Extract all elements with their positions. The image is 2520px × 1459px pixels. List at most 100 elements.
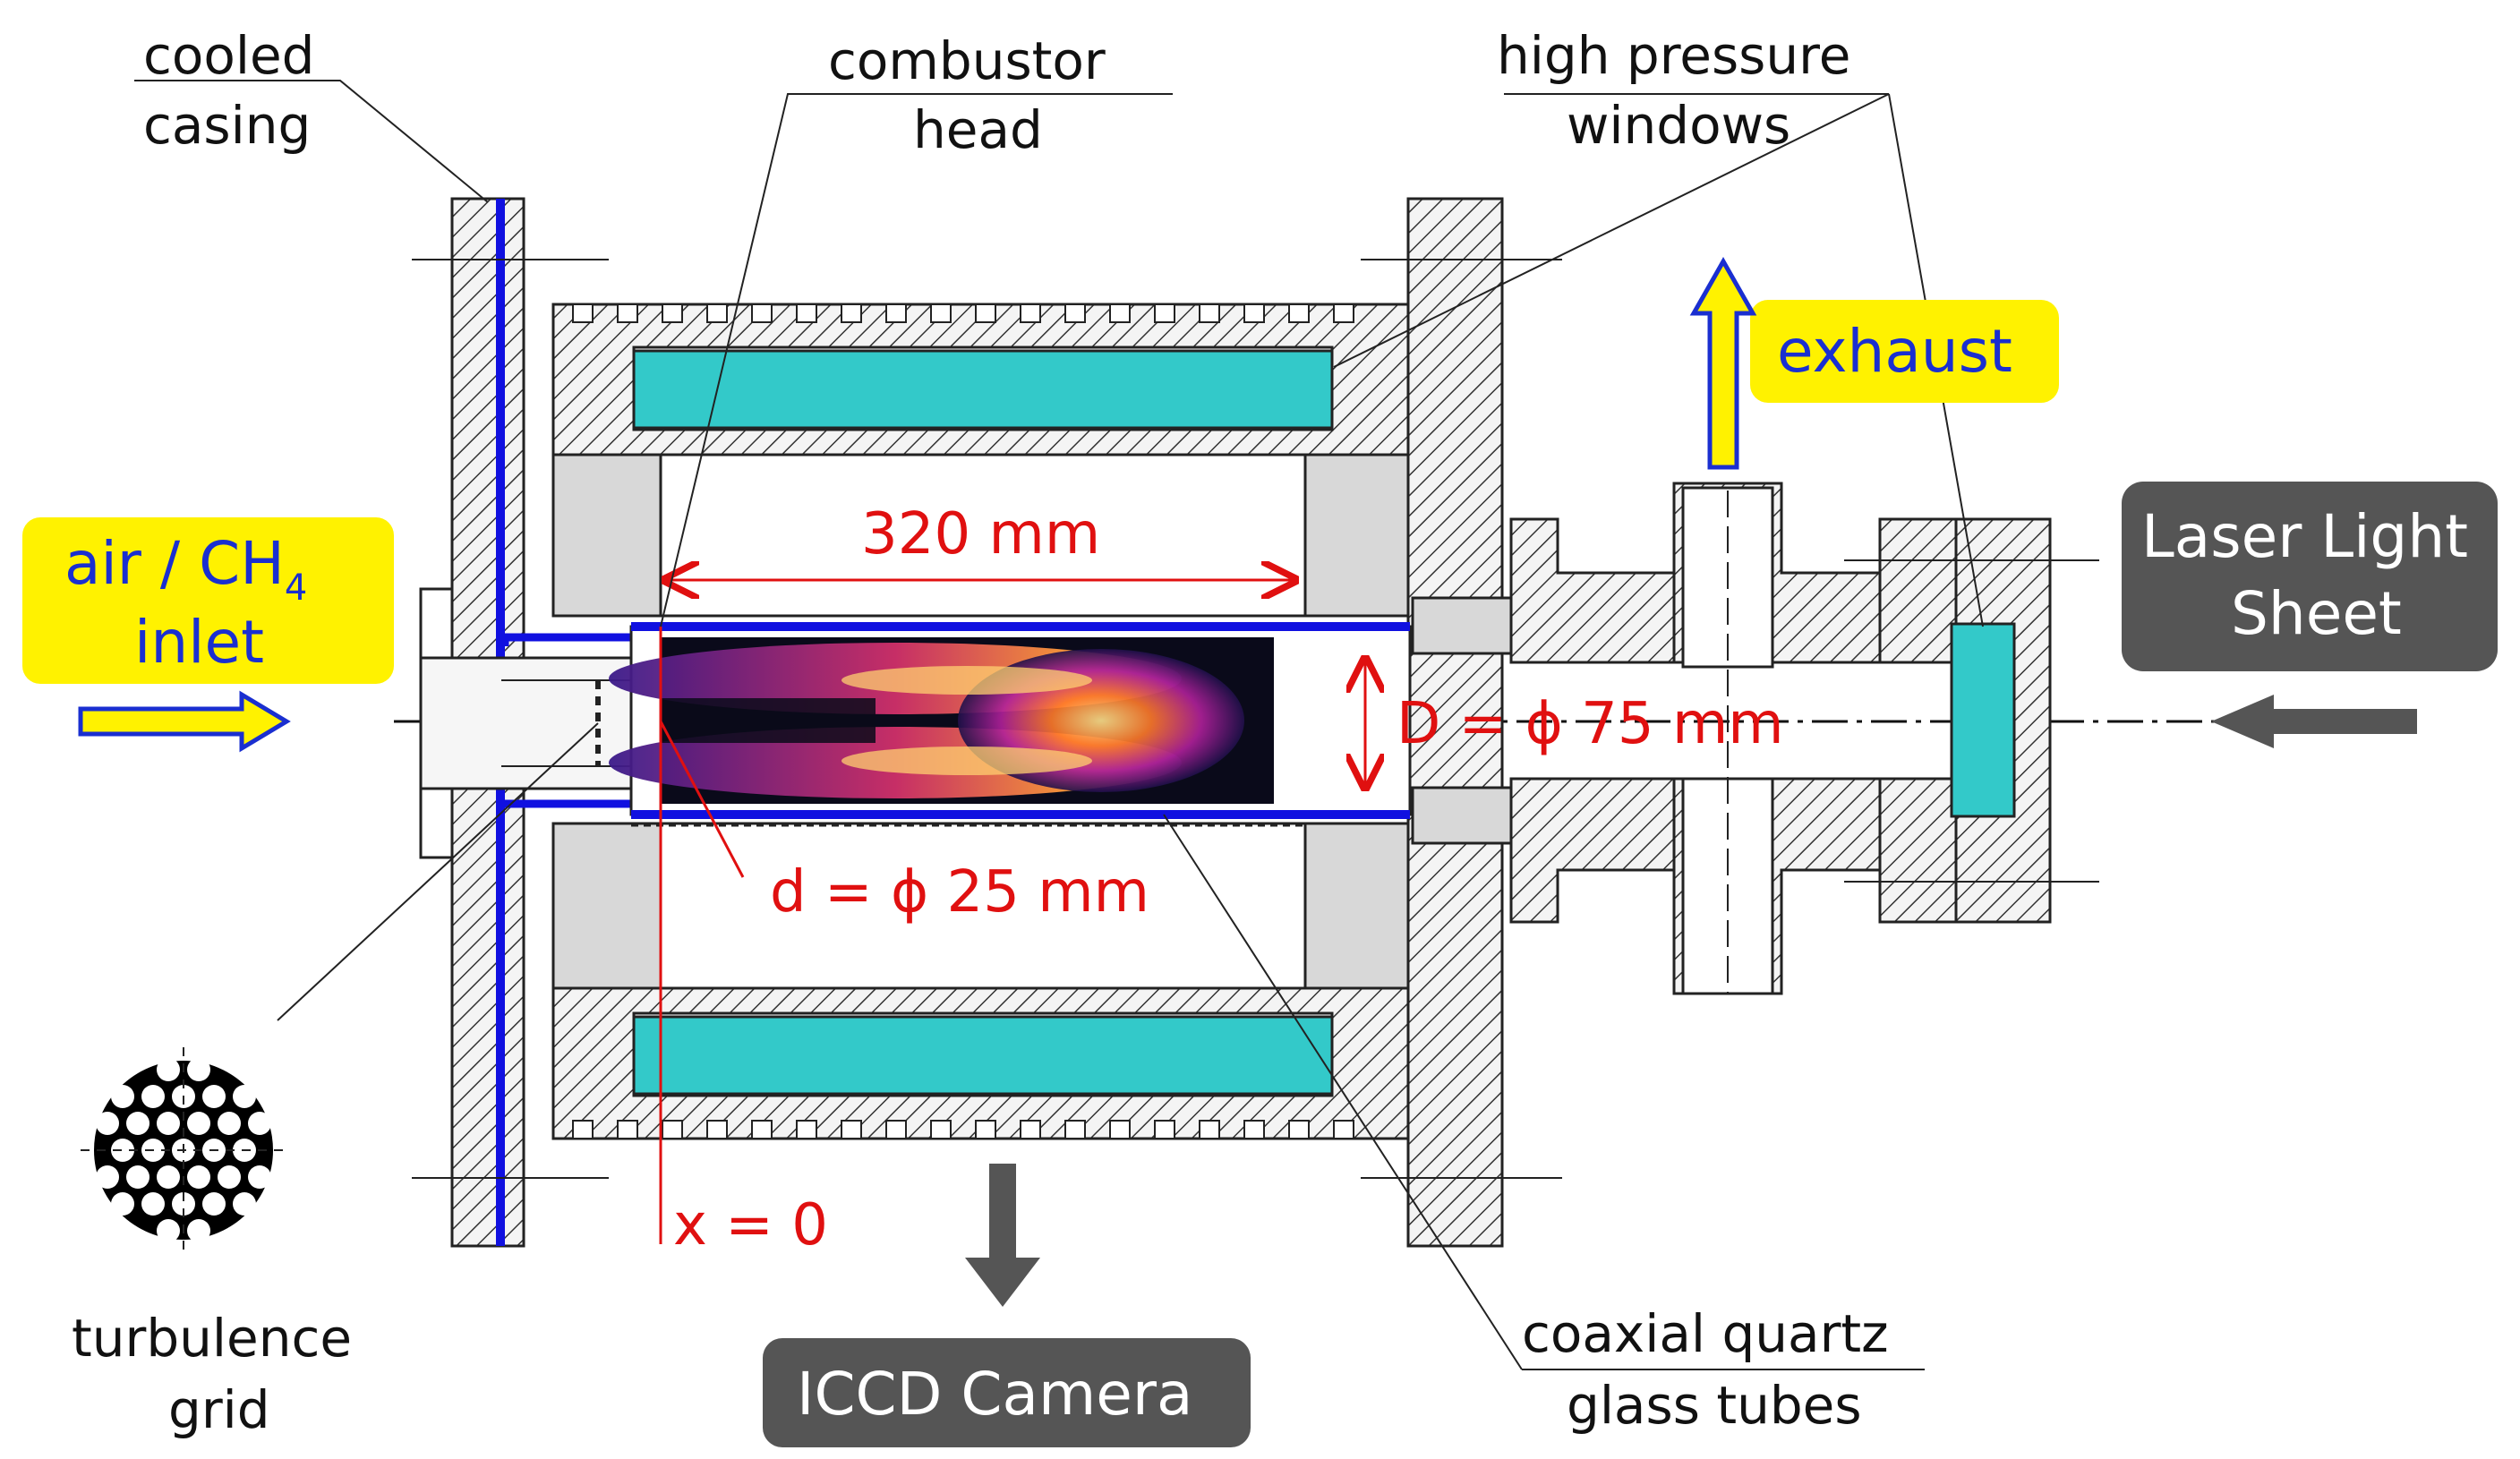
grid-hole [248, 1165, 271, 1189]
grid-hole [141, 1192, 165, 1216]
combustor-head-label-2: head [913, 99, 1043, 160]
window-bottom [632, 1015, 1334, 1096]
bolt [1199, 303, 1220, 323]
exhaust-label: exhaust [1777, 317, 2012, 386]
flame-image [609, 637, 1274, 804]
quartz-tubes-label-1: coaxial quartz [1522, 1303, 1889, 1364]
inlet-label-2: inlet [134, 608, 264, 677]
turbulence-grid-label-1: turbulence [72, 1308, 352, 1369]
grid-hole [218, 1165, 241, 1189]
bolt [1288, 303, 1310, 323]
exhaust-arrow [1689, 256, 1757, 470]
bolt [1109, 303, 1131, 323]
laser-label-2: Sheet [2231, 579, 2402, 648]
grid-hole [233, 1085, 256, 1108]
top-bolt-row [572, 303, 1354, 323]
bolt [572, 303, 594, 323]
bolt [975, 1120, 996, 1139]
camera-callout: ICCD Camera [763, 1338, 1251, 1447]
grid-hole [248, 1112, 271, 1135]
inlet-arrow [78, 690, 291, 753]
grid-hole [111, 1192, 134, 1216]
bolt [885, 303, 907, 323]
turbulence-grid-label-2: grid [168, 1379, 270, 1440]
bolt [751, 1120, 773, 1139]
bolt [1154, 1120, 1175, 1139]
grid-hole [157, 1219, 180, 1242]
bolt [1199, 1120, 1220, 1139]
bolt [706, 1120, 728, 1139]
bolt [751, 303, 773, 323]
turbulence-grid-icon [81, 1047, 286, 1253]
bolt [572, 1120, 594, 1139]
inner-diameter-dimension: d = ϕ 25 mm [770, 859, 1149, 926]
grid-hole [218, 1112, 241, 1135]
svg-text:air / CH4: air / CH4 [64, 529, 307, 609]
length-dimension: 320 mm [861, 501, 1100, 567]
origin-label: x = 0 [673, 1192, 828, 1258]
bolt [1154, 303, 1175, 323]
bolt [1020, 1120, 1041, 1139]
grid-hole [96, 1112, 119, 1135]
grid-hole [187, 1165, 210, 1189]
bolt [1333, 1120, 1354, 1139]
hp-windows-label-2: windows [1567, 95, 1790, 156]
grid-hole [126, 1112, 149, 1135]
grid-hole [126, 1165, 149, 1189]
bolt [885, 1120, 907, 1139]
grid-hole [157, 1058, 180, 1081]
bolt [1243, 303, 1265, 323]
bolt [975, 303, 996, 323]
grid-hole [202, 1192, 226, 1216]
grid-hole [141, 1085, 165, 1108]
bolt [1109, 1120, 1131, 1139]
cooled-casing-label-2: casing [143, 95, 311, 156]
grid-hole [111, 1139, 134, 1162]
inlet-callout: air / CH4 inlet [22, 517, 394, 684]
bolt [930, 1120, 952, 1139]
grid-hole [187, 1219, 210, 1242]
grid-hole [202, 1085, 226, 1108]
grid-hole [157, 1165, 180, 1189]
hp-windows-label-1: high pressure [1497, 25, 1850, 86]
combustor-head-label-1: combustor [828, 30, 1106, 91]
laser-label-1: Laser Light [2141, 502, 2468, 571]
grid-hole [157, 1112, 180, 1135]
bottom-bolt-row [572, 1120, 1354, 1139]
bolt [706, 303, 728, 323]
grid-hole [111, 1085, 134, 1108]
bolt [662, 303, 683, 323]
bolt [1020, 303, 1041, 323]
inlet-label-1: air / CH [64, 529, 285, 598]
exhaust-section [1411, 482, 2099, 995]
inlet-label-subscript: 4 [285, 567, 307, 609]
camera-label: ICCD Camera [797, 1360, 1192, 1429]
bolt [796, 1120, 817, 1139]
laser-window [1950, 622, 2016, 818]
bolt [1333, 303, 1354, 323]
bolt [841, 303, 862, 323]
outer-diameter-dimension: D = ϕ 75 mm [1397, 691, 1784, 757]
grid-hole [172, 1192, 195, 1216]
bolt [617, 303, 638, 323]
window-top [632, 349, 1334, 430]
grid-hole [233, 1192, 256, 1216]
exhaust-callout: exhaust [1750, 300, 2059, 403]
bolt [930, 303, 952, 323]
laser-arrow [2211, 695, 2417, 748]
grid-hole [96, 1165, 119, 1189]
dimension-lines [659, 580, 1365, 1244]
quartz-tubes-label-2: glass tubes [1567, 1375, 1862, 1436]
bolt [1064, 303, 1086, 323]
bolt [617, 1120, 638, 1139]
bolt [796, 303, 817, 323]
bolt [841, 1120, 862, 1139]
camera-arrow [965, 1164, 1040, 1307]
bolt [662, 1120, 683, 1139]
grid-hole [187, 1058, 210, 1081]
bolt [1243, 1120, 1265, 1139]
bolt [1064, 1120, 1086, 1139]
cooled-casing-label-1: cooled [143, 25, 314, 86]
